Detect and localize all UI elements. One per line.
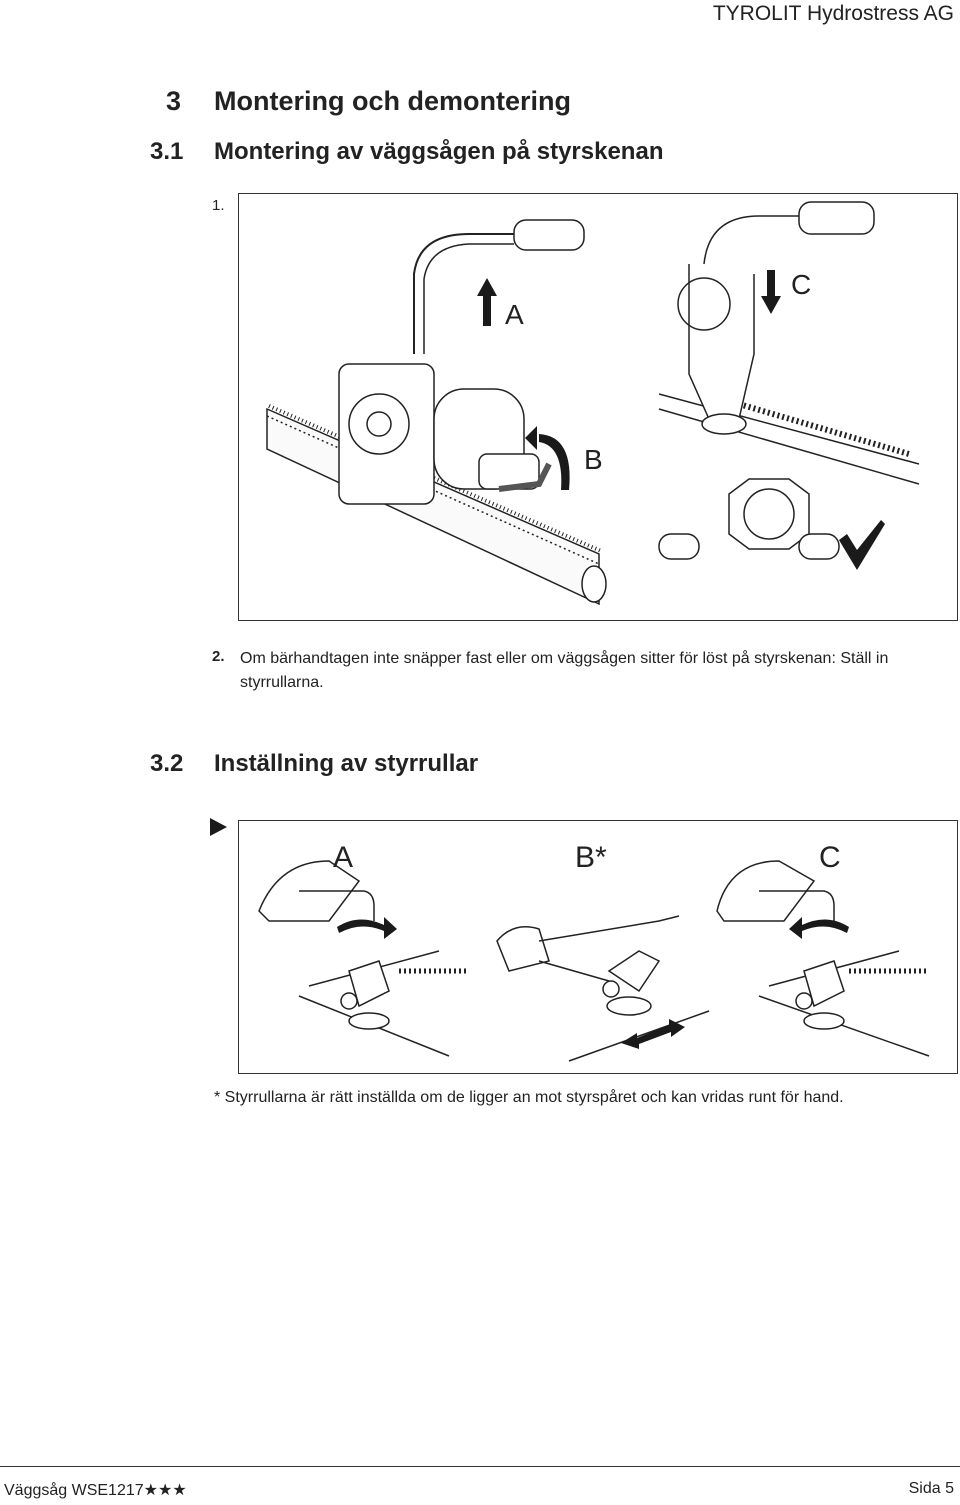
figure-2-label-b: B* bbox=[575, 841, 607, 874]
figure-2-label-a: A bbox=[333, 841, 353, 874]
company-name: TYROLIT Hydrostress AG bbox=[712, 2, 954, 25]
roller-adjustment-illustration: A B* C bbox=[258, 841, 930, 1062]
footnote: * Styrrullarna är rätt inställda om de l… bbox=[214, 1089, 844, 1106]
figure-2-label-c: C bbox=[819, 841, 841, 874]
figure-1-label-c: C bbox=[791, 269, 811, 300]
section-title: Montering och demontering bbox=[214, 86, 571, 116]
step-2-text: Om bärhandtagen inte snäpper fast eller … bbox=[240, 650, 889, 691]
footer-document-name: Väggsåg WSE1217★★★ bbox=[4, 1482, 187, 1499]
section-heading: 3 Montering och demontering bbox=[166, 86, 571, 117]
subsection-title: Montering av väggsågen på styrskenan bbox=[214, 138, 664, 165]
subsection-number: 3.2 bbox=[150, 750, 184, 777]
footer-divider bbox=[0, 1466, 960, 1467]
figure-1-label-a: A bbox=[505, 299, 524, 330]
triangle-bullet-icon bbox=[210, 818, 227, 836]
subsection-heading-3-2: 3.2 Inställning av styrrullar bbox=[150, 750, 478, 778]
subsection-number: 3.1 bbox=[150, 138, 184, 165]
subsection-heading-3-1: 3.1 Montering av väggsågen på styrskenan bbox=[150, 138, 663, 166]
step-2-number: 2. bbox=[212, 648, 225, 665]
subsection-title: Inställning av styrrullar bbox=[214, 750, 479, 777]
step-1-number: 1. bbox=[212, 197, 225, 214]
footer-page-number: Sida 5 bbox=[908, 1480, 954, 1497]
mounting-illustration: A B C bbox=[266, 201, 920, 606]
section-number: 3 bbox=[166, 86, 182, 116]
figure-mounting-saw-on-rail: A B C bbox=[238, 193, 958, 621]
figure-1-label-b: B bbox=[584, 444, 603, 475]
figure-roller-adjustment: A B* C bbox=[238, 820, 958, 1074]
